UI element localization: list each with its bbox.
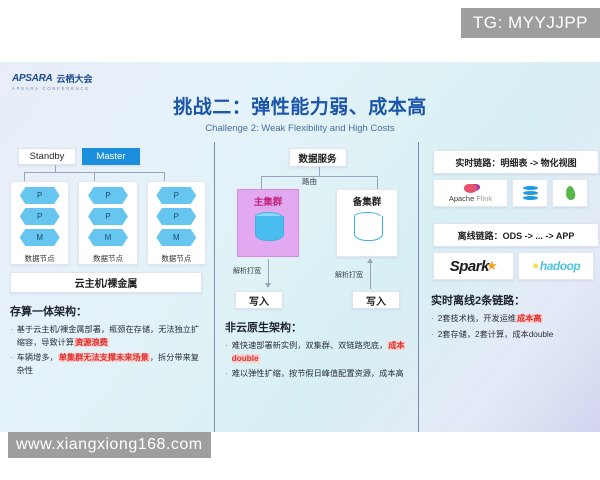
title-block: 挑战二：弹性能力弱、成本高 Challenge 2: Weak Flexibil… bbox=[0, 92, 600, 134]
bullet-dot: · bbox=[10, 353, 13, 363]
middle-bullets: 非云原生架构： · 难快速部署新实例，双集群、双链路兜底，成本double · … bbox=[225, 319, 410, 381]
database-cylinder-icon bbox=[254, 212, 284, 243]
data-service-box: 数据服务 bbox=[288, 148, 347, 167]
master-node-connector bbox=[10, 165, 206, 181]
mongodb-leaf-icon bbox=[564, 185, 576, 201]
master-standby-row: Standby Master bbox=[18, 148, 206, 165]
hadoop-elephant-icon: ● bbox=[532, 260, 539, 272]
write-left-box: 写入 bbox=[235, 291, 283, 309]
data-service-row: 数据服务 bbox=[225, 148, 410, 167]
realtime-logo-row: Apache Flink bbox=[433, 179, 594, 207]
offline-link-box: 离线链路：ODS -> ... -> APP bbox=[433, 223, 599, 247]
backup-cluster: 备集群 bbox=[336, 189, 398, 257]
bullet-text: 车辆增多，单集群无法支撑未来场景，拆分带来复杂性 bbox=[16, 353, 199, 376]
column-left: Standby Master P P M 数据节点 P P M 数据节点 bbox=[0, 142, 214, 432]
column-right: 实时链路：明细表 -> 物化视图 Apache Flink bbox=[418, 142, 600, 432]
list-item: · 车辆增多，单集群无法支撑未来场景，拆分带来复杂性 bbox=[10, 352, 206, 377]
list-item: · 基于云主机/裸金属部署，瓶颈在存储，无法独立扩缩容，导致计算资源浪费 bbox=[10, 324, 206, 349]
logo-subtitle: APSARA CONFERENCE bbox=[12, 86, 90, 91]
list-item: · 2套存储，2套计算，成本double bbox=[431, 329, 594, 342]
table-row: P P M 数据节点 bbox=[78, 181, 138, 265]
primary-cluster-label: 主集群 bbox=[253, 197, 283, 208]
standby-box: Standby bbox=[18, 148, 76, 165]
right-bullets-title: 实时离线2条链路： bbox=[431, 295, 526, 307]
bullet-text: 基于云主机/裸金属部署，瓶颈在存储，无法独立扩缩容，导致计算资源浪费 bbox=[16, 325, 200, 347]
list-item: · 2套技术栈，开发运维成本高 bbox=[431, 313, 594, 326]
logo-brand-cn: 云栖大会 bbox=[56, 74, 93, 84]
flink-squirrel-icon bbox=[464, 183, 477, 193]
watermark-bottom-text: www.xiangxiong168.com bbox=[16, 436, 203, 453]
apsara-logo: APSARA 云栖大会 APSARA CONFERENCE bbox=[12, 72, 116, 91]
list-item: · 难快速部署新实例，双集群、双链路兜底，成本double bbox=[225, 340, 410, 365]
column-middle: 数据服务 路由 主集群 备集群 解析打宽 bbox=[214, 142, 418, 432]
data-node-group: P P M 数据节点 P P M 数据节点 P P M 数据节点 bbox=[10, 181, 206, 265]
bullet-text: 难快速部署新实例，双集群、双链路兜底，成本double bbox=[231, 341, 405, 363]
content-columns: Standby Master P P M 数据节点 P P M 数据节点 bbox=[0, 142, 600, 432]
parse-label-left: 解析打宽 bbox=[233, 268, 261, 275]
logo-brand: APSARA bbox=[12, 73, 53, 84]
node-role-p: P bbox=[87, 187, 128, 204]
database-logo bbox=[512, 179, 548, 207]
cluster-group: 主集群 备集群 bbox=[225, 189, 410, 257]
database-cylinder-icon bbox=[353, 212, 383, 243]
watermark-top: TG: MYYJJPP bbox=[460, 8, 600, 38]
spark-logo: Spark ★ bbox=[433, 252, 515, 280]
page-subtitle: Challenge 2: Weak Flexibility and High C… bbox=[205, 123, 395, 134]
node-label: 数据节点 bbox=[161, 254, 192, 263]
node-label: 数据节点 bbox=[24, 254, 55, 263]
middle-bullets-title: 非云原生架构： bbox=[225, 322, 302, 334]
bullet-text: 难以弹性扩缩，按节假日峰值配置资源，成本高 bbox=[231, 369, 404, 379]
page-title: 挑战二：弹性能力弱、成本高 bbox=[173, 97, 427, 118]
node-role-p: P bbox=[19, 187, 60, 204]
bullet-dot: · bbox=[10, 325, 13, 334]
primary-cluster: 主集群 bbox=[237, 189, 299, 257]
node-role-m: M bbox=[87, 229, 128, 246]
node-role-p: P bbox=[19, 208, 60, 225]
route-connector: 路由 bbox=[225, 167, 410, 189]
backup-cluster-label: 备集群 bbox=[352, 197, 382, 208]
write-right-box: 写入 bbox=[352, 291, 400, 309]
parse-arrows: 解析打宽 解析打宽 bbox=[225, 257, 410, 291]
watermark-top-text: TG: MYYJJPP bbox=[472, 13, 588, 32]
node-role-m: M bbox=[156, 229, 197, 246]
write-row: 写入 写入 bbox=[225, 291, 410, 309]
apache-flink-logo: Apache Flink bbox=[433, 179, 508, 207]
bullet-dot: · bbox=[225, 369, 228, 379]
offline-logo-row: Spark ★ ● hadoop bbox=[433, 252, 594, 280]
parse-label-right: 解析打宽 bbox=[335, 272, 363, 279]
right-bullets: 实时离线2条链路： · 2套技术栈，开发运维成本高 · 2套存储，2套计算，成本… bbox=[431, 292, 594, 341]
bullet-text: 2套存储，2套计算，成本double bbox=[437, 329, 554, 339]
realtime-link-box: 实时链路：明细表 -> 物化视图 bbox=[433, 150, 599, 174]
slide: APSARA 云栖大会 APSARA CONFERENCE 挑战二：弹性能力弱、… bbox=[0, 62, 600, 432]
node-role-m: M bbox=[19, 229, 60, 246]
node-role-p: P bbox=[87, 208, 128, 225]
mongodb-logo bbox=[552, 179, 588, 207]
left-bullets-title: 存算一体架构： bbox=[10, 306, 87, 318]
route-label: 路由 bbox=[302, 177, 317, 186]
table-row: P P M 数据节点 bbox=[146, 181, 206, 265]
master-box: Master bbox=[82, 148, 140, 165]
bullet-dot: · bbox=[431, 314, 434, 323]
table-row: P P M 数据节点 bbox=[10, 181, 70, 265]
host-bar: 云主机/裸金属 bbox=[10, 272, 202, 293]
bullet-dot: · bbox=[225, 341, 228, 350]
spark-star-icon: ★ bbox=[485, 258, 498, 273]
database-stack-icon bbox=[522, 185, 538, 201]
node-role-p: P bbox=[156, 187, 197, 204]
left-bullets: 存算一体架构： · 基于云主机/裸金属部署，瓶颈在存储，无法独立扩缩容，导致计算… bbox=[10, 303, 206, 378]
watermark-bottom: www.xiangxiong168.com bbox=[8, 432, 211, 458]
bullet-text: 2套技术栈，开发运维成本高 bbox=[437, 314, 543, 323]
hadoop-logo: ● hadoop bbox=[518, 252, 594, 280]
node-label: 数据节点 bbox=[92, 254, 123, 263]
bullet-dot: · bbox=[431, 329, 434, 339]
node-role-p: P bbox=[156, 208, 197, 225]
spark-wordmark: Spark bbox=[449, 257, 490, 275]
list-item: · 难以弹性扩缩，按节假日峰值配置资源，成本高 bbox=[225, 368, 410, 381]
flink-wordmark: Apache Flink bbox=[448, 193, 493, 203]
hadoop-wordmark: hadoop bbox=[539, 259, 581, 273]
